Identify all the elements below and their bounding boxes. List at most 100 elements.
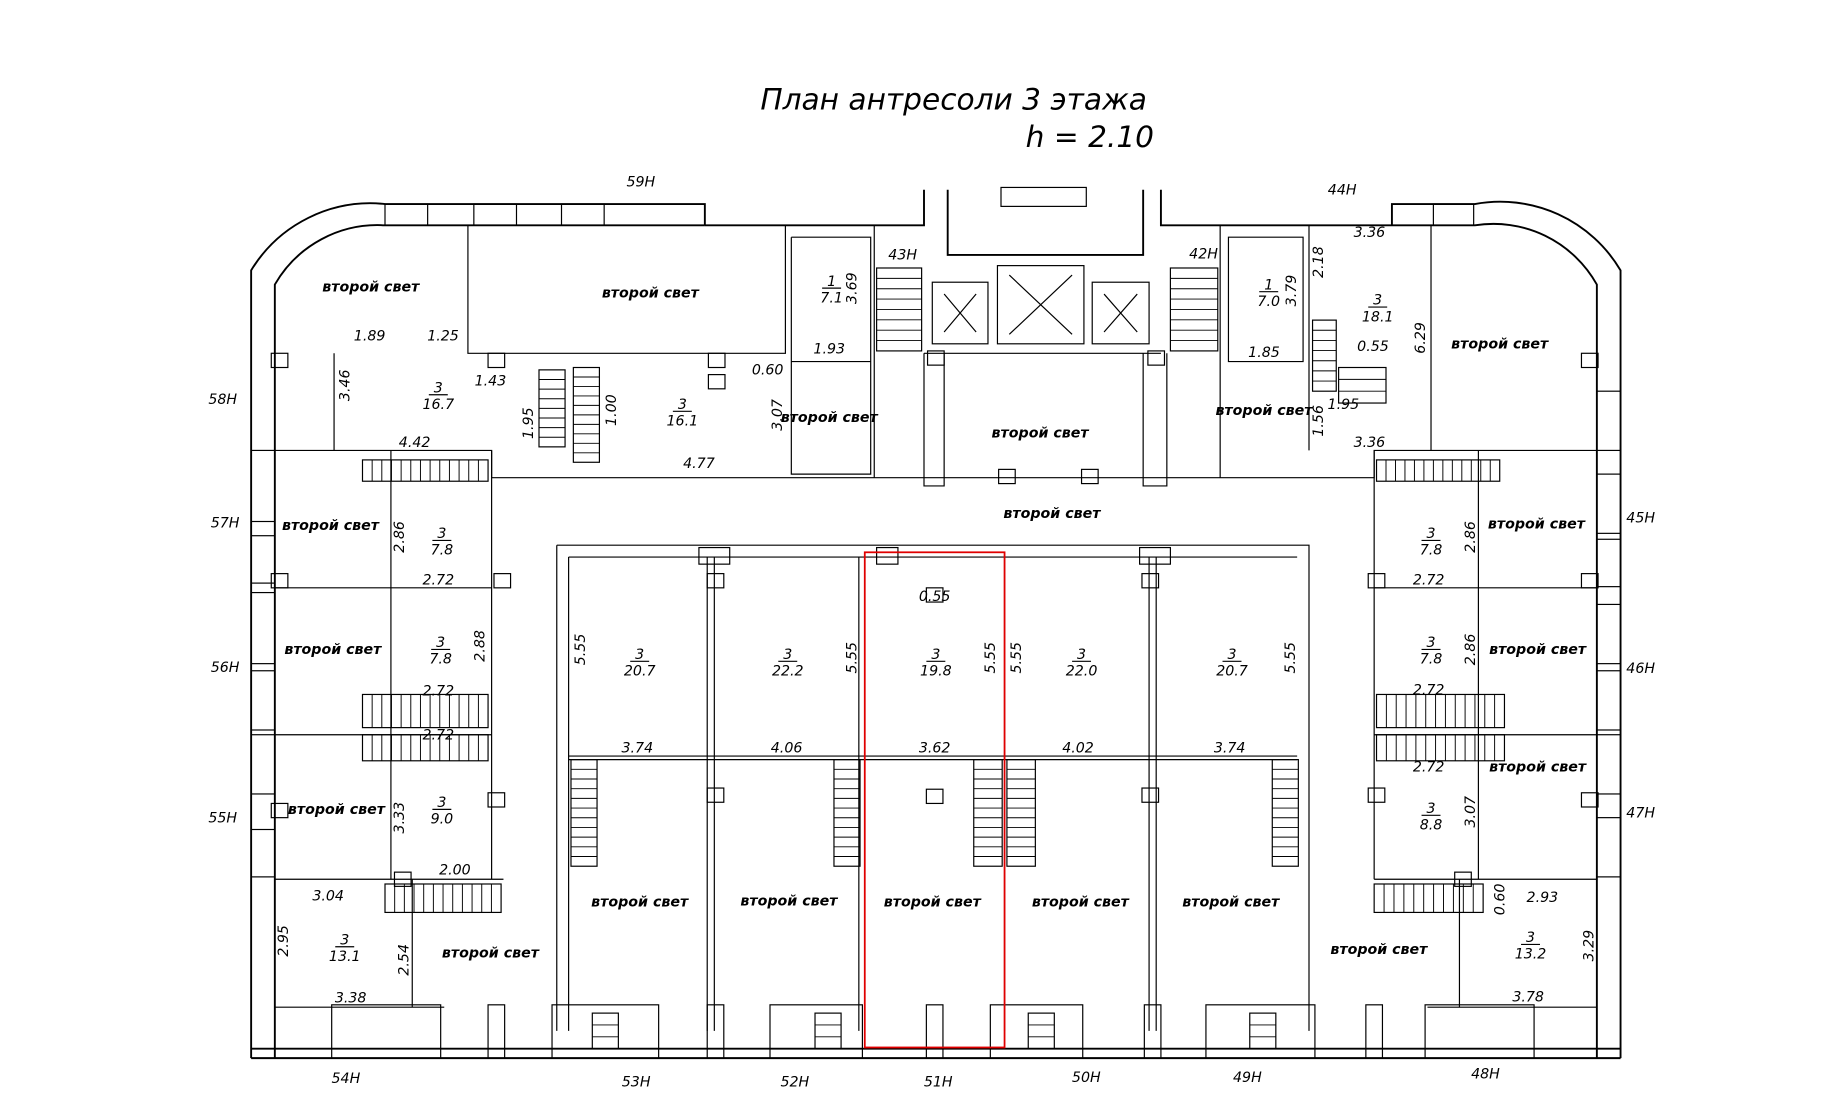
room-area: 16.1 [667, 414, 699, 430]
room-area: 22.0 [1066, 664, 1098, 680]
dimension-label-vertical: 1.95 [521, 407, 537, 439]
dimension-label: 1.93 [813, 341, 845, 357]
dimension-label: 3.78 [1512, 989, 1544, 1005]
dimension-label: 3.36 [1354, 435, 1386, 451]
second-light-label: второй свет [1003, 506, 1101, 522]
dimension-label: 2.00 [439, 863, 471, 879]
dimension-label: 1.85 [1248, 345, 1280, 361]
second-light-label: второй свет [1032, 895, 1130, 911]
room-number: 3 [1373, 293, 1382, 309]
axis-label: 48Н [1471, 1066, 1500, 1082]
axis-label: 47Н [1626, 806, 1655, 822]
room-label: 37.8 [1420, 635, 1443, 668]
room-number: 3 [678, 397, 687, 413]
dimension-label: 3.38 [335, 990, 367, 1006]
dimension-label: 1.43 [475, 373, 507, 389]
axis-label: 55Н [208, 810, 237, 826]
dimension-label-vertical: 6.29 [1413, 322, 1429, 354]
dimension-label-vertical: 0.60 [1492, 884, 1508, 916]
room-number: 3 [1426, 526, 1435, 542]
room-number: 3 [635, 647, 644, 663]
axis-label: 56Н [211, 660, 240, 676]
axis-label: 51Н [924, 1075, 953, 1091]
room-area: 7.0 [1257, 294, 1280, 310]
room-number: 3 [1077, 647, 1086, 663]
room-number: 3 [437, 526, 446, 542]
room-number: 3 [340, 932, 349, 948]
plan-title: План антресоли 3 этажа [760, 82, 1147, 116]
dimension-label: 3.36 [1354, 225, 1386, 241]
dimension-label-vertical: 3.29 [1581, 930, 1597, 962]
second-light-label: второй свет [1489, 642, 1587, 658]
second-light-label: второй свет [1182, 895, 1280, 911]
dimension-label: 3.62 [919, 741, 951, 757]
room-number: 3 [1227, 647, 1236, 663]
room-number: 1 [1264, 277, 1273, 293]
room-label: 322.0 [1066, 647, 1098, 680]
dimension-label: 3.74 [622, 741, 654, 757]
dimension-label-vertical: 2.86 [392, 521, 408, 553]
dimension-label: 2.72 [422, 572, 454, 588]
room-area: 18.1 [1362, 309, 1394, 325]
room-area: 19.8 [920, 664, 952, 680]
axis-label: 43Н [888, 248, 917, 264]
room-label: 37.8 [429, 635, 452, 668]
dimension-label: 4.02 [1062, 741, 1094, 757]
dimension-label: 4.06 [771, 741, 803, 757]
highlighted-unit-outline[interactable] [863, 551, 1006, 1049]
axis-label: 53Н [622, 1075, 651, 1091]
room-label: 313.1 [329, 932, 361, 965]
elevator-shafts [931, 265, 1150, 345]
dimension-label: 1.95 [1328, 397, 1360, 413]
room-area: 22.2 [772, 664, 804, 680]
dimension-label: 2.93 [1527, 890, 1559, 906]
second-light-label: второй свет [288, 802, 386, 818]
dimension-label: 3.04 [312, 889, 344, 905]
staircases [361, 267, 1506, 1050]
room-area: 7.8 [431, 543, 454, 559]
room-area: 7.1 [820, 290, 843, 306]
axis-label: 49Н [1233, 1070, 1262, 1086]
second-light-label: второй свет [1330, 942, 1428, 958]
dimension-label: 2.72 [422, 684, 454, 700]
room-label: 316.7 [422, 380, 454, 413]
wall-piers [250, 203, 1622, 1059]
dimension-label: 4.42 [399, 435, 431, 451]
room-label: 319.8 [920, 647, 952, 680]
dimension-label-vertical: 3.69 [844, 272, 860, 304]
dimension-label-vertical: 2.86 [1463, 521, 1479, 553]
second-light-label: второй свет [740, 893, 838, 909]
room-label: 37.8 [431, 526, 454, 559]
axis-label: 44Н [1328, 183, 1357, 199]
second-light-label: второй свет [602, 286, 700, 302]
axis-label: 57Н [211, 515, 240, 531]
second-light-label: второй свет [1215, 403, 1313, 419]
height-label: h = 2.10 [1026, 120, 1154, 154]
dimension-label-vertical: 2.86 [1463, 634, 1479, 666]
second-light-label: второй свет [284, 642, 382, 658]
dimension-label: 4.77 [683, 456, 715, 472]
axis-label: 52Н [780, 1075, 809, 1091]
room-number: 3 [1426, 801, 1435, 817]
dimension-label: 2.72 [1413, 572, 1445, 588]
dimension-label-vertical: 5.55 [844, 642, 860, 674]
room-area: 7.8 [1420, 652, 1443, 668]
dimension-label-vertical: 5.55 [1283, 642, 1299, 674]
second-light-label: второй свет [992, 425, 1090, 441]
room-area: 13.2 [1515, 947, 1547, 963]
dimension-label-vertical: 2.88 [473, 630, 489, 662]
dimension-label: 1.25 [427, 328, 459, 344]
axis-label: 42Н [1189, 247, 1218, 263]
room-number: 3 [437, 795, 446, 811]
dimension-label: 1.89 [354, 328, 386, 344]
room-area: 20.7 [624, 664, 656, 680]
room-number: 3 [931, 647, 940, 663]
room-number: 3 [783, 647, 792, 663]
room-label: 37.8 [1420, 526, 1443, 559]
room-number: 3 [1526, 930, 1535, 946]
axis-label: 50Н [1072, 1070, 1101, 1086]
room-label: 320.7 [1216, 647, 1248, 680]
dimension-label-vertical: 1.00 [604, 394, 620, 426]
